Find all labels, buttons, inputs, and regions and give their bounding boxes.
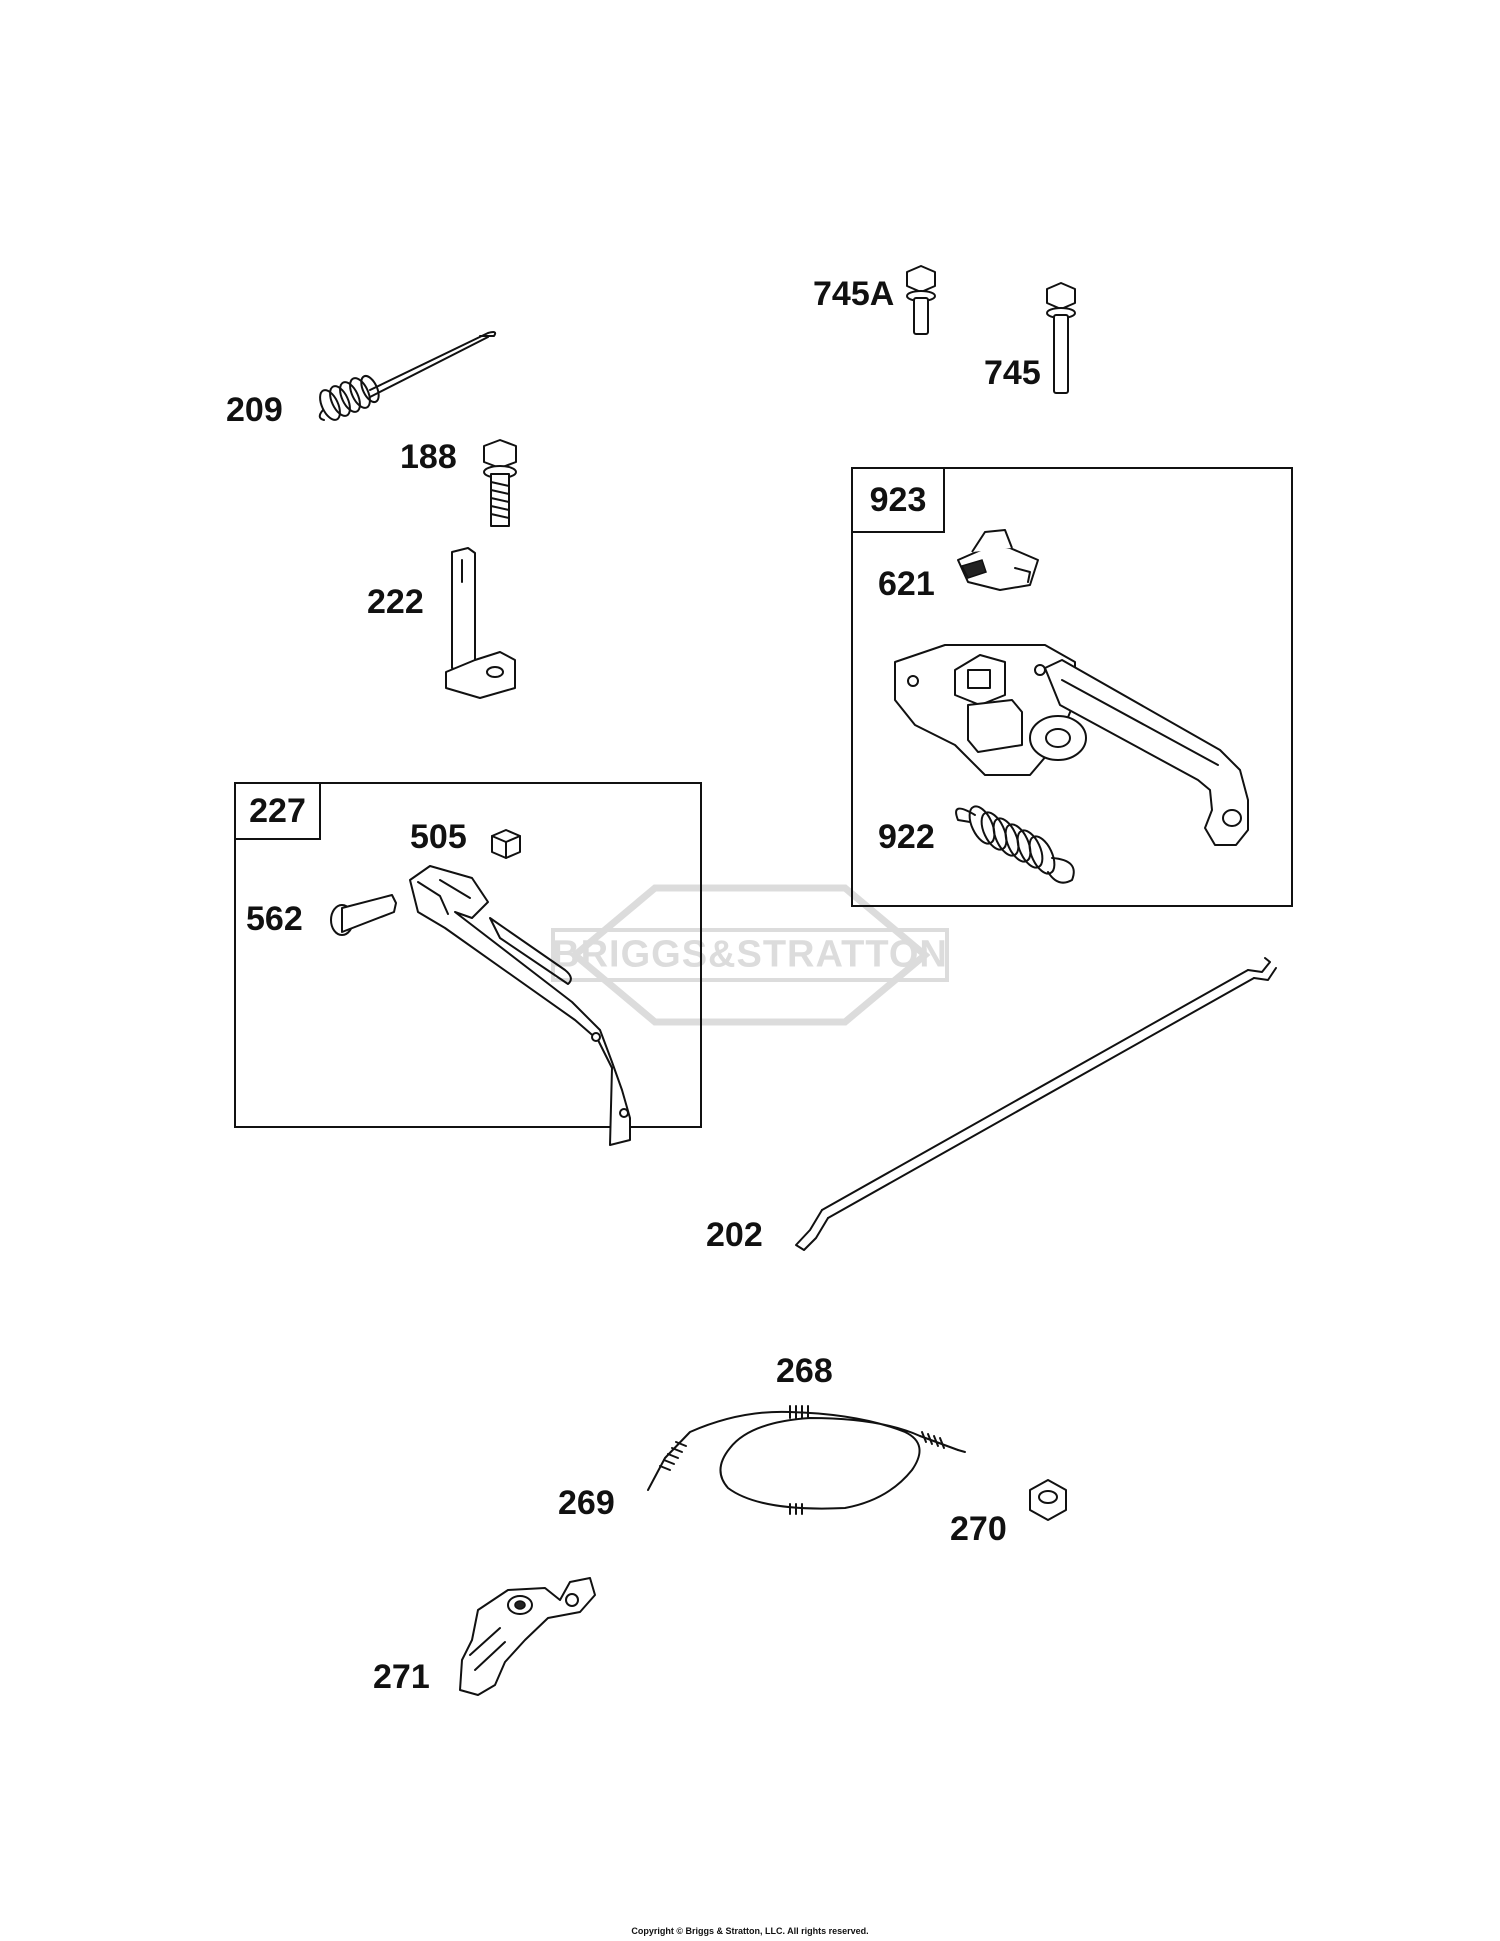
part-745-bolt-drawing — [1046, 282, 1076, 394]
part-label-621[interactable]: 621 — [878, 565, 935, 603]
part-621-clip-drawing — [957, 529, 1039, 591]
part-label-745[interactable]: 745 — [984, 354, 1041, 392]
part-label-222[interactable]: 222 — [367, 583, 424, 621]
brand-watermark: BRIGGS&STRATTON — [545, 880, 955, 1030]
part-label-270[interactable]: 270 — [950, 1510, 1007, 1548]
watermark-outline — [551, 884, 949, 1026]
part-label-202[interactable]: 202 — [706, 1216, 763, 1254]
kit-box-227: 227 — [234, 782, 702, 1128]
part-label-271[interactable]: 271 — [373, 1658, 430, 1696]
part-562-pin-drawing — [330, 894, 397, 936]
copyright-notice: Copyright © Briggs & Stratton, LLC. All … — [631, 1926, 869, 1936]
part-271-clamp-drawing — [459, 1577, 596, 1696]
part-227-lever-drawing — [409, 865, 631, 1146]
part-209-spring-drawing — [318, 331, 497, 421]
part-label-209[interactable]: 209 — [226, 391, 283, 429]
kit-label-227[interactable]: 227 — [234, 782, 321, 840]
part-188-bolt-drawing — [483, 439, 517, 527]
watermark-text: BRIGGS&STRATTON — [552, 933, 948, 976]
part-505-nut-drawing — [491, 829, 521, 859]
part-745A-bolt-drawing — [906, 265, 936, 335]
part-923-control-bracket-drawing — [894, 644, 1249, 846]
part-268-cable-drawing — [647, 1405, 966, 1515]
kit-label-923[interactable]: 923 — [851, 467, 945, 533]
kit-box-923: 923 — [851, 467, 1293, 907]
part-label-268[interactable]: 268 — [776, 1352, 833, 1390]
part-922-spring-drawing — [955, 805, 1075, 884]
part-label-269[interactable]: 269 — [558, 1484, 615, 1522]
part-label-922[interactable]: 922 — [878, 818, 935, 856]
part-270-nut-drawing — [1029, 1479, 1067, 1521]
part-label-745A[interactable]: 745A — [813, 275, 895, 313]
part-label-505[interactable]: 505 — [410, 818, 467, 856]
part-202-rod-drawing — [795, 957, 1277, 1251]
part-222-bracket-drawing — [445, 547, 516, 699]
part-label-188[interactable]: 188 — [400, 438, 457, 476]
part-label-562[interactable]: 562 — [246, 900, 303, 938]
